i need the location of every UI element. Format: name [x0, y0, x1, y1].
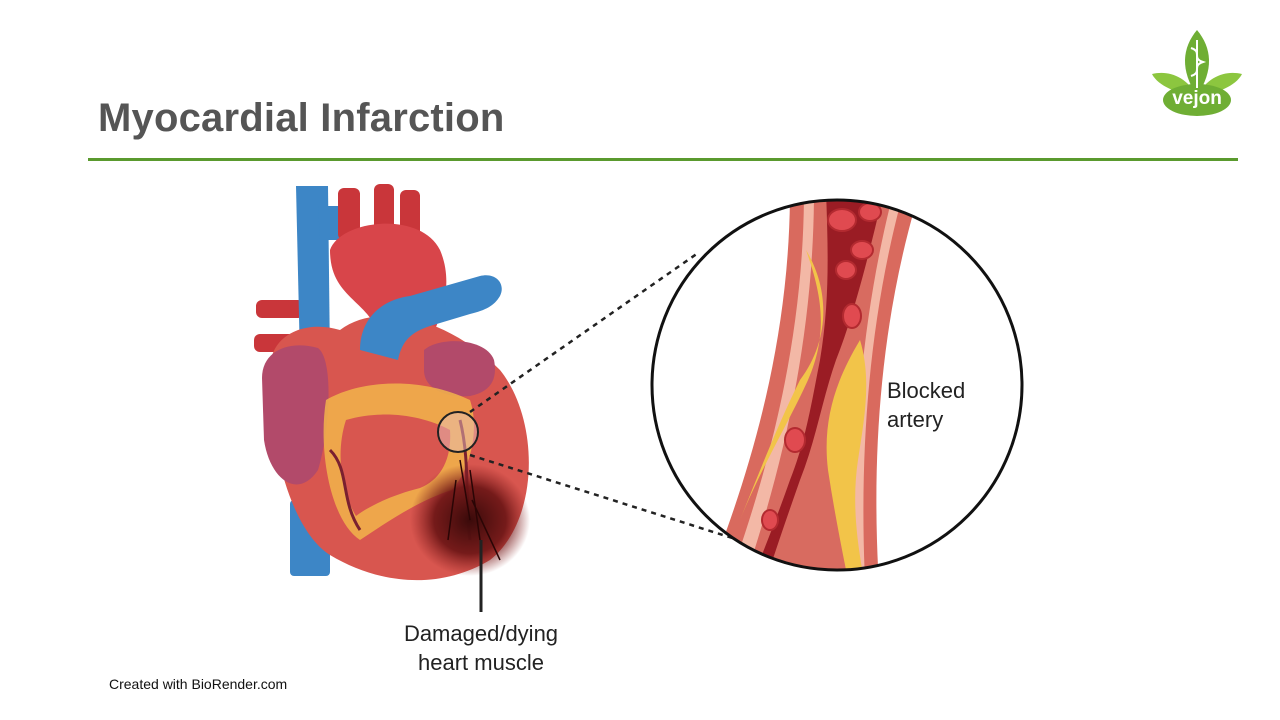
title-divider — [88, 158, 1238, 161]
slide-title: Myocardial Infarction — [98, 96, 505, 140]
blocked-artery-label-line1: Blocked — [887, 378, 966, 403]
blocked-artery-label-line2: artery — [887, 407, 944, 432]
blocked-artery-label: Blocked artery — [887, 376, 965, 434]
damaged-muscle-label: Damaged/dying heart muscle — [390, 619, 572, 677]
blocked-artery-closeup-icon — [652, 200, 1022, 570]
vejon-leaf-logo-icon — [1152, 30, 1242, 116]
heart-anatomy-illustration-icon — [254, 184, 530, 581]
damaged-muscle-label-line2: heart muscle — [418, 650, 544, 675]
logo-text: vejon — [1172, 88, 1222, 109]
image-credit: Created with BioRender.com — [109, 676, 288, 692]
damaged-muscle-label-line1: Damaged/dying — [403, 621, 559, 646]
